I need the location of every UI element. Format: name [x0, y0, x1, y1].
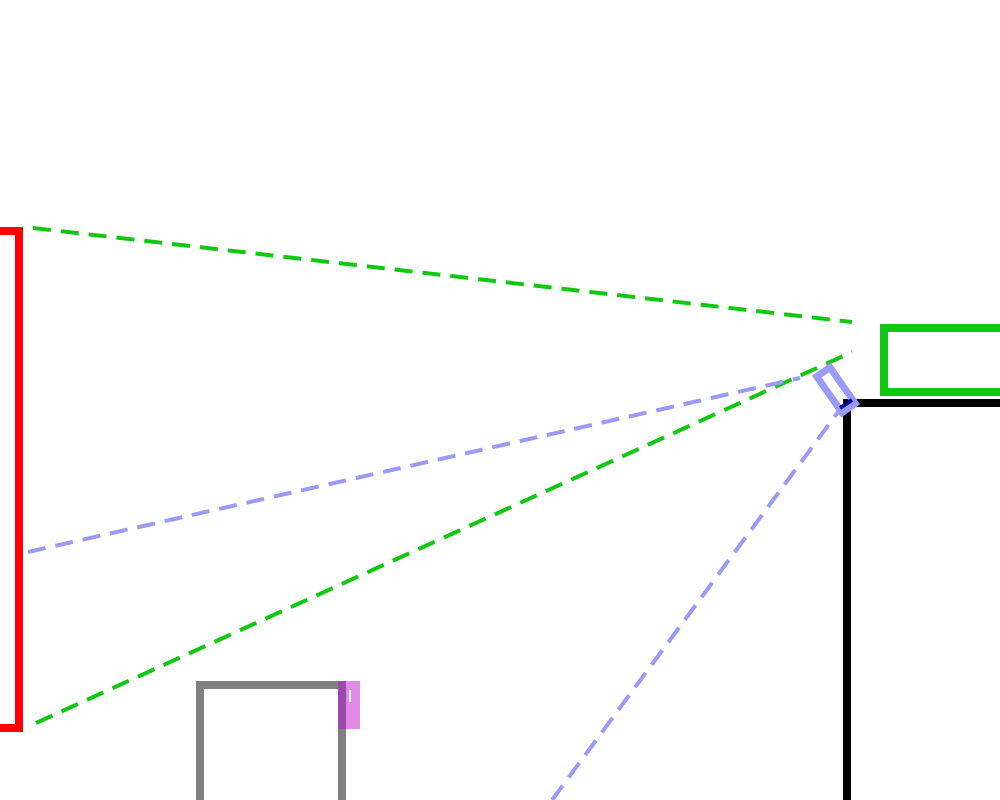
- red-panel-outline: [0, 227, 23, 732]
- navy-accent-mark: [838, 398, 854, 410]
- green-box-outline: [880, 324, 1000, 396]
- black-panel-outline: [843, 399, 1000, 800]
- blue-dashed-line-upper: [27, 376, 801, 554]
- blue-dashed-line-lower: [550, 410, 840, 800]
- green-dashed-line-upper: [32, 226, 853, 324]
- green-dashed-line-lower: [35, 350, 853, 725]
- gray-box-outline: [196, 681, 346, 800]
- small-rotated-box: [811, 362, 861, 418]
- purple-marker-overlap: [338, 681, 346, 729]
